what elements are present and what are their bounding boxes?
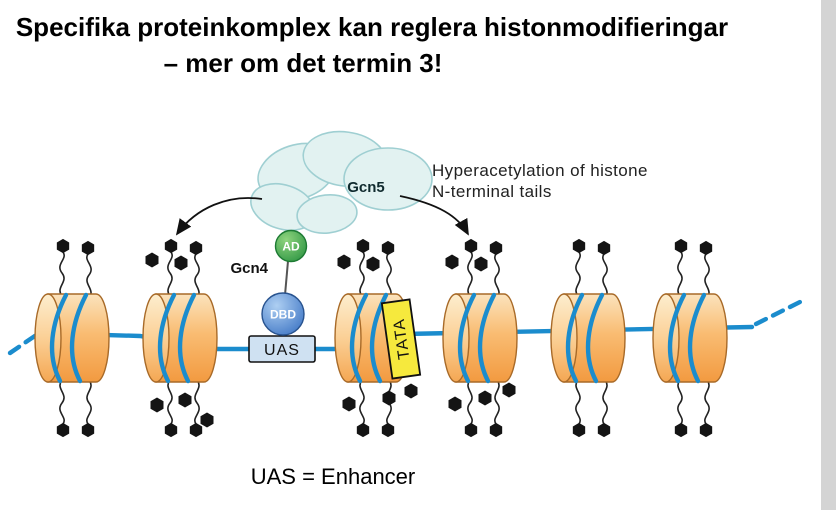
footer-caption: UAS = Enhancer bbox=[251, 464, 415, 489]
acetyl-cluster-bottom bbox=[150, 382, 516, 428]
dbd-circle bbox=[261, 292, 305, 336]
window-edge-strip bbox=[821, 0, 836, 510]
tata-label: TATA bbox=[391, 317, 414, 360]
uas-box: UAS bbox=[248, 335, 316, 363]
tata-rect bbox=[380, 298, 422, 380]
gcn5-complex: Gcn5 bbox=[250, 130, 433, 234]
gcn5-label: Gcn5 bbox=[347, 179, 385, 196]
hyperacetylation-caption-line1: Hyperacetylation of histone bbox=[432, 161, 648, 180]
nucleosome-1 bbox=[35, 239, 109, 437]
tata-box: TATA bbox=[380, 298, 422, 380]
hyperacetylation-caption-line2: N-terminal tails bbox=[432, 182, 552, 201]
activation-domain: AD bbox=[274, 229, 308, 263]
slide-title-line1: Specifika proteinkomplex kan reglera his… bbox=[16, 12, 728, 42]
nucleosome-5 bbox=[551, 239, 625, 437]
gcn5-subunit bbox=[296, 194, 358, 234]
uas-rect bbox=[248, 335, 316, 363]
gcn5-subunit bbox=[343, 147, 433, 211]
dna-dashed-right bbox=[753, 299, 803, 327]
dna-binding-domain: DBD bbox=[261, 292, 305, 336]
slide-title-line2: – mer om det termin 3! bbox=[164, 48, 443, 78]
uas-label: UAS bbox=[264, 342, 300, 359]
dbd-label: DBD bbox=[270, 308, 296, 322]
ad-circle bbox=[274, 229, 308, 263]
arrow-to-left-tails bbox=[175, 197, 263, 236]
ad-dbd-linker bbox=[284, 260, 289, 296]
dna-dashed-left bbox=[7, 328, 45, 356]
nucleosome-6 bbox=[653, 239, 727, 437]
ad-label: AD bbox=[282, 240, 300, 254]
gcn4-label: Gcn4 bbox=[230, 260, 268, 277]
arrow-to-right-tails bbox=[399, 195, 469, 236]
